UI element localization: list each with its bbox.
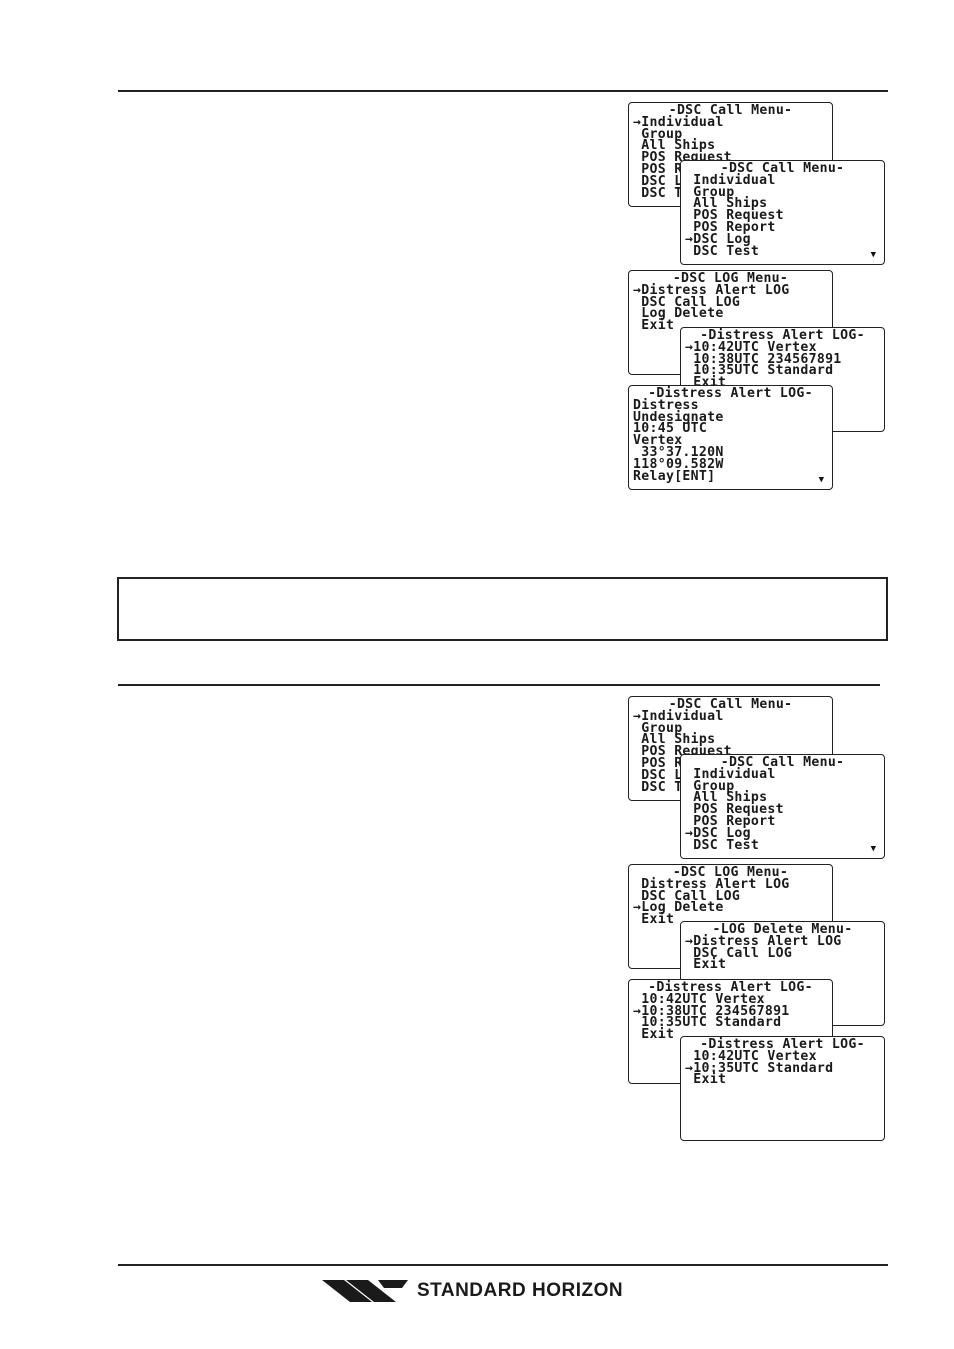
- menu-item-individual: →Individual: [633, 114, 724, 130]
- menu-item-log-delete: Log Delete: [633, 306, 724, 322]
- detail-line: Distress: [633, 397, 699, 413]
- log-entry: 10:42UTC Vertex: [685, 1048, 817, 1064]
- lcd-title: -DSC Call Menu-: [668, 103, 793, 118]
- lcd-title: -DSC Call Menu-: [668, 697, 793, 712]
- menu-item-dsc-log: →DSC Log: [685, 231, 751, 247]
- scroll-down-icon: ▼: [870, 250, 876, 260]
- lcd-title: -DSC Call Menu-: [720, 755, 845, 770]
- menu-item-group: Group: [685, 778, 735, 794]
- log-entry: →10:38UTC 234567891: [633, 1003, 790, 1019]
- menu-item-pos-report: POS Report: [685, 219, 776, 235]
- log-entry: 10:35UTC Standard: [685, 363, 834, 379]
- menu-item-log-delete: →Log Delete: [633, 900, 724, 916]
- scroll-down-icon: ▼: [818, 475, 824, 485]
- log-entry: 10:35UTC Standard: [633, 1015, 782, 1031]
- menu-item-distress-alert-log: Distress Alert LOG: [633, 876, 790, 892]
- menu-item-individual: Individual: [685, 766, 776, 782]
- lcd-title: -LOG Delete Menu-: [712, 922, 853, 937]
- menu-item-dsc-call-log: DSC Call LOG: [633, 294, 741, 310]
- log-entry: →10:42UTC Vertex: [685, 339, 817, 355]
- log-entry: →10:35UTC Standard: [685, 1060, 834, 1076]
- lcd-title: -DSC LOG Menu-: [672, 865, 789, 880]
- lcd-title: -Distress Alert LOG-: [648, 980, 813, 995]
- brand-name: STANDARD HORIZON: [417, 1280, 624, 1301]
- lcd-dsc-call-menu-bottom-b: -DSC Call Menu- Individual Group All Shi…: [680, 754, 885, 859]
- lcd-dsc-call-menu-top-b: -DSC Call Menu- Individual Group All Shi…: [680, 160, 885, 265]
- menu-item-dsc-call-log: DSC Call LOG: [633, 888, 741, 904]
- menu-item-dsc-test: DSC Test: [685, 243, 760, 259]
- scroll-down-icon: ▼: [870, 844, 876, 854]
- detail-line: Undesignate: [633, 409, 724, 425]
- log-entry: 10:42UTC Vertex: [633, 991, 765, 1007]
- menu-item-dsc-call-log: DSC Call LOG: [685, 945, 793, 961]
- lcd-title: -Distress Alert LOG-: [648, 386, 813, 401]
- lcd-title: -DSC Call Menu-: [720, 161, 845, 176]
- menu-item-pos-request: POS Request: [685, 802, 784, 818]
- menu-item-exit: Exit: [685, 957, 727, 973]
- menu-item-distress-alert-log: →Distress Alert LOG: [633, 282, 790, 298]
- note-box: [117, 577, 888, 641]
- menu-item-dsc-log: →DSC Log: [685, 825, 751, 841]
- menu-item-group: Group: [633, 126, 683, 142]
- lcd-distress-alert-detail-top: -Distress Alert LOG- Distress Undesignat…: [628, 385, 833, 490]
- detail-line: Vertex: [633, 433, 683, 449]
- menu-item-individual: →Individual: [633, 708, 724, 724]
- menu-item-exit: Exit: [633, 912, 675, 928]
- lcd-title: -DSC LOG Menu-: [672, 271, 789, 286]
- brand-mark-icon: [322, 1280, 408, 1302]
- menu-item-exit: Exit: [685, 1072, 727, 1088]
- lcd-title: -Distress Alert LOG-: [700, 328, 865, 343]
- detail-line: Relay[ENT]: [633, 468, 716, 484]
- footer-rule: [118, 1264, 888, 1266]
- menu-item-all-ships: All Ships: [685, 790, 768, 806]
- detail-line: 118°09.582W: [633, 456, 724, 472]
- menu-item-pos-report: POS Report: [685, 813, 776, 829]
- menu-item-individual: Individual: [685, 172, 776, 188]
- lcd-distress-alert-log-after-bottom: -Distress Alert LOG- 10:42UTC Vertex →10…: [680, 1036, 885, 1141]
- menu-item-group: Group: [685, 184, 735, 200]
- menu-item-all-ships: All Ships: [633, 138, 716, 154]
- menu-item-all-ships: All Ships: [685, 196, 768, 212]
- menu-item-exit: Exit: [633, 1027, 675, 1043]
- detail-line: 33°37.120N: [633, 444, 724, 460]
- header-rule: [118, 90, 888, 92]
- menu-item-all-ships: All Ships: [633, 732, 716, 748]
- lcd-dsc-call-menu-top-a: -DSC Call Menu- →Individual Group All Sh…: [628, 102, 833, 207]
- detail-line: 10:45 UTC: [633, 421, 708, 437]
- lcd-title: -Distress Alert LOG-: [700, 1037, 865, 1052]
- menu-item-pos-request: POS Request: [685, 208, 784, 224]
- menu-item-distress-alert-log: →Distress Alert LOG: [685, 933, 842, 949]
- section-rule: [118, 684, 880, 686]
- menu-item-exit: Exit: [633, 318, 675, 334]
- brand-logo: STANDARD HORIZON: [322, 1277, 692, 1305]
- menu-item-dsc-test: DSC Test: [685, 837, 760, 853]
- log-entry: 10:38UTC 234567891: [685, 351, 842, 367]
- menu-item-group: Group: [633, 720, 683, 736]
